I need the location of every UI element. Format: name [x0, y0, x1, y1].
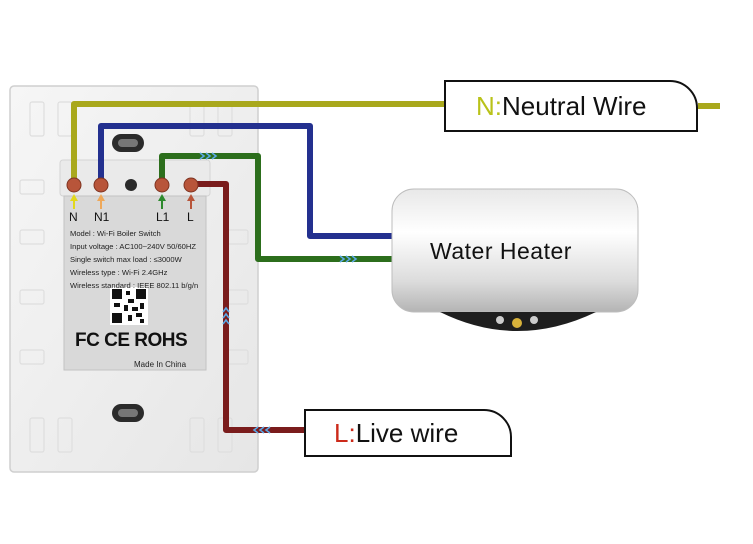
- spec-input-voltage: Input voltage : AC100~240V 50/60HZ: [70, 242, 197, 251]
- neutral-wire: [71, 101, 720, 182]
- switch-plate: [9, 85, 259, 473]
- terminal-label-n1: N1: [94, 210, 110, 224]
- live-wire-label: L:Live wire: [304, 409, 512, 457]
- terminal-label-n: N: [69, 210, 78, 224]
- flow-arrows: [199, 152, 358, 434]
- neutral-prefix: N:: [476, 91, 502, 121]
- live-label-text: Live wire: [355, 418, 459, 448]
- water-heater-label: Water Heater: [430, 238, 572, 264]
- terminal-label-l: L: [187, 210, 194, 224]
- wires: [71, 101, 720, 433]
- terminal-label-l1: L1: [156, 210, 170, 224]
- l1-wire: [159, 153, 400, 262]
- certification-marks: FC CE ROHS: [75, 330, 188, 351]
- water-heater: [391, 188, 639, 331]
- neutral-label-text: Neutral Wire: [502, 91, 647, 121]
- spec-model: Model : Wi-Fi Boiler Switch: [70, 229, 161, 238]
- live-prefix: L:: [334, 418, 356, 448]
- spec-max-load: Single switch max load : ≤3000W: [70, 255, 182, 264]
- spec-wireless-type: Wireless type : Wi-Fi 2.4GHz: [70, 268, 168, 277]
- made-in-label: Made In China: [134, 360, 187, 369]
- n1-wire: [98, 123, 404, 239]
- terminal-arrows: [70, 194, 195, 209]
- neutral-wire-label: N:Neutral Wire: [444, 80, 698, 132]
- terminals: [66, 177, 199, 193]
- spec-wireless-standard: Wireless standard : IEEE 802.11 b/g/n: [70, 281, 199, 290]
